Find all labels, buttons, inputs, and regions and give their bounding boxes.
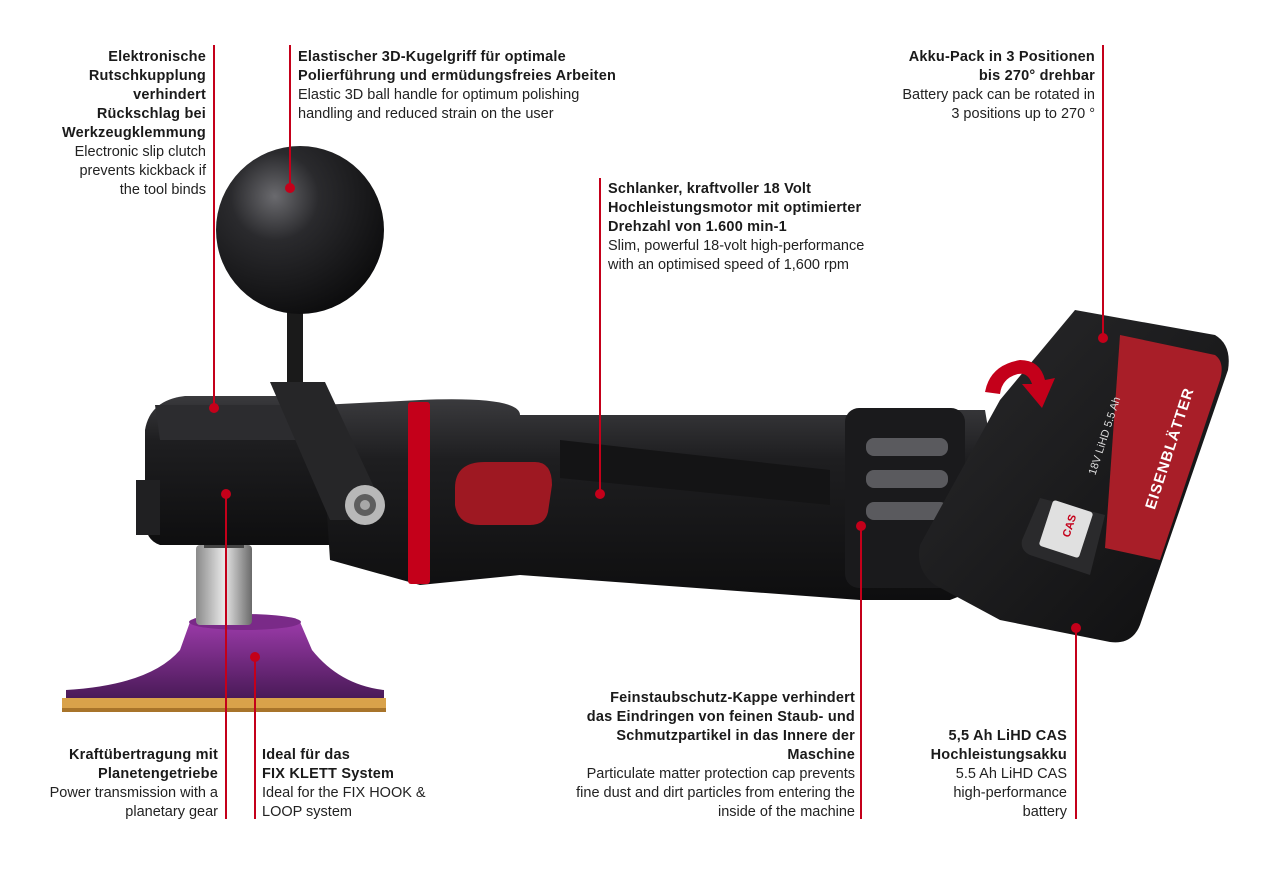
clutch-dot (209, 403, 219, 413)
battery-rotate-leader (1102, 45, 1104, 338)
callout-battery-rotate-de: Akku-Pack in 3 Positionen bis 270° drehb… (908, 49, 1095, 84)
callout-battery-en: 5.5 Ah LiHD CAS high-performance battery (953, 766, 1067, 820)
dustcap-leader (860, 526, 862, 819)
clutch-leader (213, 45, 215, 410)
battery-leader (1075, 628, 1077, 819)
hookloop-leader (254, 657, 256, 819)
gear-leader (225, 494, 227, 819)
callout-dustcap-en: Particulate matter protection cap preven… (576, 766, 855, 820)
callout-battery: 5,5 Ah LiHD CAS Hochleistungsakku 5.5 Ah… (867, 727, 1067, 822)
motor-housing (320, 399, 990, 600)
callout-motor-de: Schlanker, kraftvoller 18 Volt Hochleist… (608, 181, 862, 235)
callout-clutch: Elektronische Rutschkupplung verhindert … (6, 48, 206, 200)
battery-pack (919, 310, 1229, 643)
motor-dot (595, 489, 605, 499)
ball-handle (216, 146, 384, 314)
handle-dot (285, 183, 295, 193)
callout-hookloop: Ideal für das FIX KLETT System Ideal for… (262, 746, 462, 822)
callout-handle-de: Elastischer 3D-Kugelgriff für optimale P… (298, 49, 617, 84)
rotate-arrow-icon (985, 360, 1055, 408)
polishing-pad (62, 614, 386, 712)
gear-dot (221, 489, 231, 499)
callout-dustcap: Feinstaubschutz-Kappe verhindert das Ein… (535, 689, 855, 822)
gear-head (136, 396, 330, 545)
callout-handle-en: Elastic 3D ball handle for optimum polis… (298, 87, 580, 122)
callout-hookloop-de: Ideal für das FIX KLETT System (262, 747, 395, 782)
battery-rotate-dot (1098, 333, 1108, 343)
callout-motor: Schlanker, kraftvoller 18 Volt Hochleist… (608, 180, 908, 275)
callout-clutch-de: Elektronische Rutschkupplung verhindert … (62, 49, 206, 141)
callout-clutch-en: Electronic slip clutch prevents kickback… (74, 144, 206, 198)
motor-leader (599, 178, 601, 494)
dustcap-dot (856, 521, 866, 531)
callout-battery-de: 5,5 Ah LiHD CAS Hochleistungsakku (930, 728, 1067, 763)
callout-gear-en: Power transmission with a planetary gear (49, 785, 218, 820)
callout-gear-de: Kraftübertragung mit Planetengetriebe (69, 747, 218, 782)
callout-motor-en: Slim, powerful 18-volt high-performance … (608, 238, 865, 273)
callout-handle: Elastischer 3D-Kugelgriff für optimale P… (298, 48, 638, 124)
callout-battery-rotate: Akku-Pack in 3 Positionen bis 270° drehb… (835, 48, 1095, 124)
callout-gear: Kraftübertragung mit Planetengetriebe Po… (18, 746, 218, 822)
hookloop-dot (250, 652, 260, 662)
callout-battery-rotate-en: Battery pack can be rotated in 3 positio… (902, 87, 1095, 122)
handle-leader (289, 45, 291, 188)
handle-arm (270, 290, 385, 525)
callout-dustcap-de: Feinstaubschutz-Kappe verhindert das Ein… (586, 690, 855, 763)
battery-dot (1071, 623, 1081, 633)
callout-hookloop-en: Ideal for the FIX HOOK & LOOP system (262, 785, 426, 820)
spindle-shaft (196, 538, 252, 625)
